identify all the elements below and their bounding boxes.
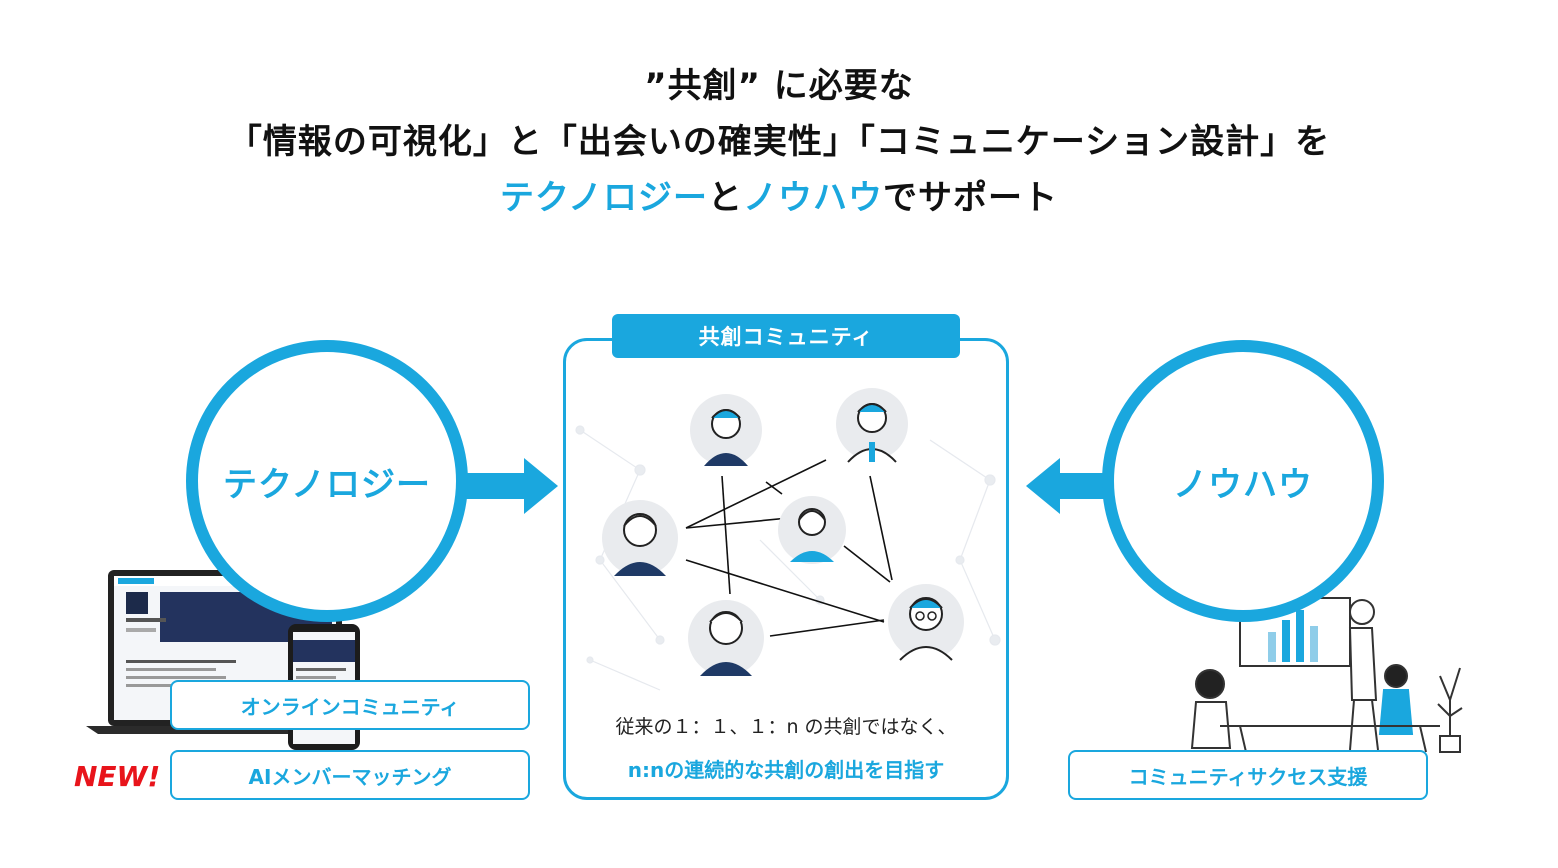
network-background bbox=[575, 425, 1001, 691]
knowhow-circle: ノウハウ bbox=[1102, 340, 1384, 622]
community-title: 共創コミュニティ bbox=[612, 314, 960, 358]
avatar-man-tie bbox=[836, 388, 908, 463]
avatar-man-glasses bbox=[888, 584, 964, 661]
online-community-pill: オンラインコミュニティ bbox=[170, 680, 530, 730]
technology-circle: テクノロジー bbox=[186, 340, 468, 622]
community-caption-line-2: n:nの連続的な共創の創出を目指す bbox=[627, 758, 945, 782]
heading-support-word: でサポート bbox=[882, 178, 1058, 218]
avatar-woman-left bbox=[602, 500, 678, 576]
heading-technology-word: テクノロジー bbox=[500, 178, 708, 218]
avatar-woman-center bbox=[778, 496, 846, 564]
avatar-elderly-man bbox=[690, 394, 762, 466]
community-success-pill: コミュニティサクセス支援 bbox=[1068, 750, 1428, 800]
technology-circle-label: テクノロジー bbox=[223, 464, 431, 505]
arrow-right bbox=[458, 458, 558, 514]
heading-and-word: と bbox=[707, 178, 743, 218]
ai-matching-pill: AIメンバーマッチング bbox=[170, 750, 530, 800]
heading-line-2: 「情報の可視化」と「出会いの確実性」「コミュニケーション設計」を bbox=[227, 122, 1331, 162]
heading-knowhow-word: ノウハウ bbox=[742, 178, 883, 218]
knowhow-circle-label: ノウハウ bbox=[1173, 464, 1313, 505]
main-heading: ”共創” に必要な 「情報の可視化」と「出会いの確実性」「コミュニケーション設計… bbox=[0, 58, 1558, 226]
heading-line-1: ”共創” に必要な bbox=[644, 66, 914, 106]
community-caption-line-1: 従来の１：１、１：n の共創ではなく、 bbox=[615, 716, 957, 738]
avatar-man-bottom-left bbox=[688, 600, 764, 676]
heading-line-3: テクノロジーとノウハウでサポート bbox=[0, 170, 1558, 226]
new-badge: NEW! bbox=[74, 760, 161, 793]
